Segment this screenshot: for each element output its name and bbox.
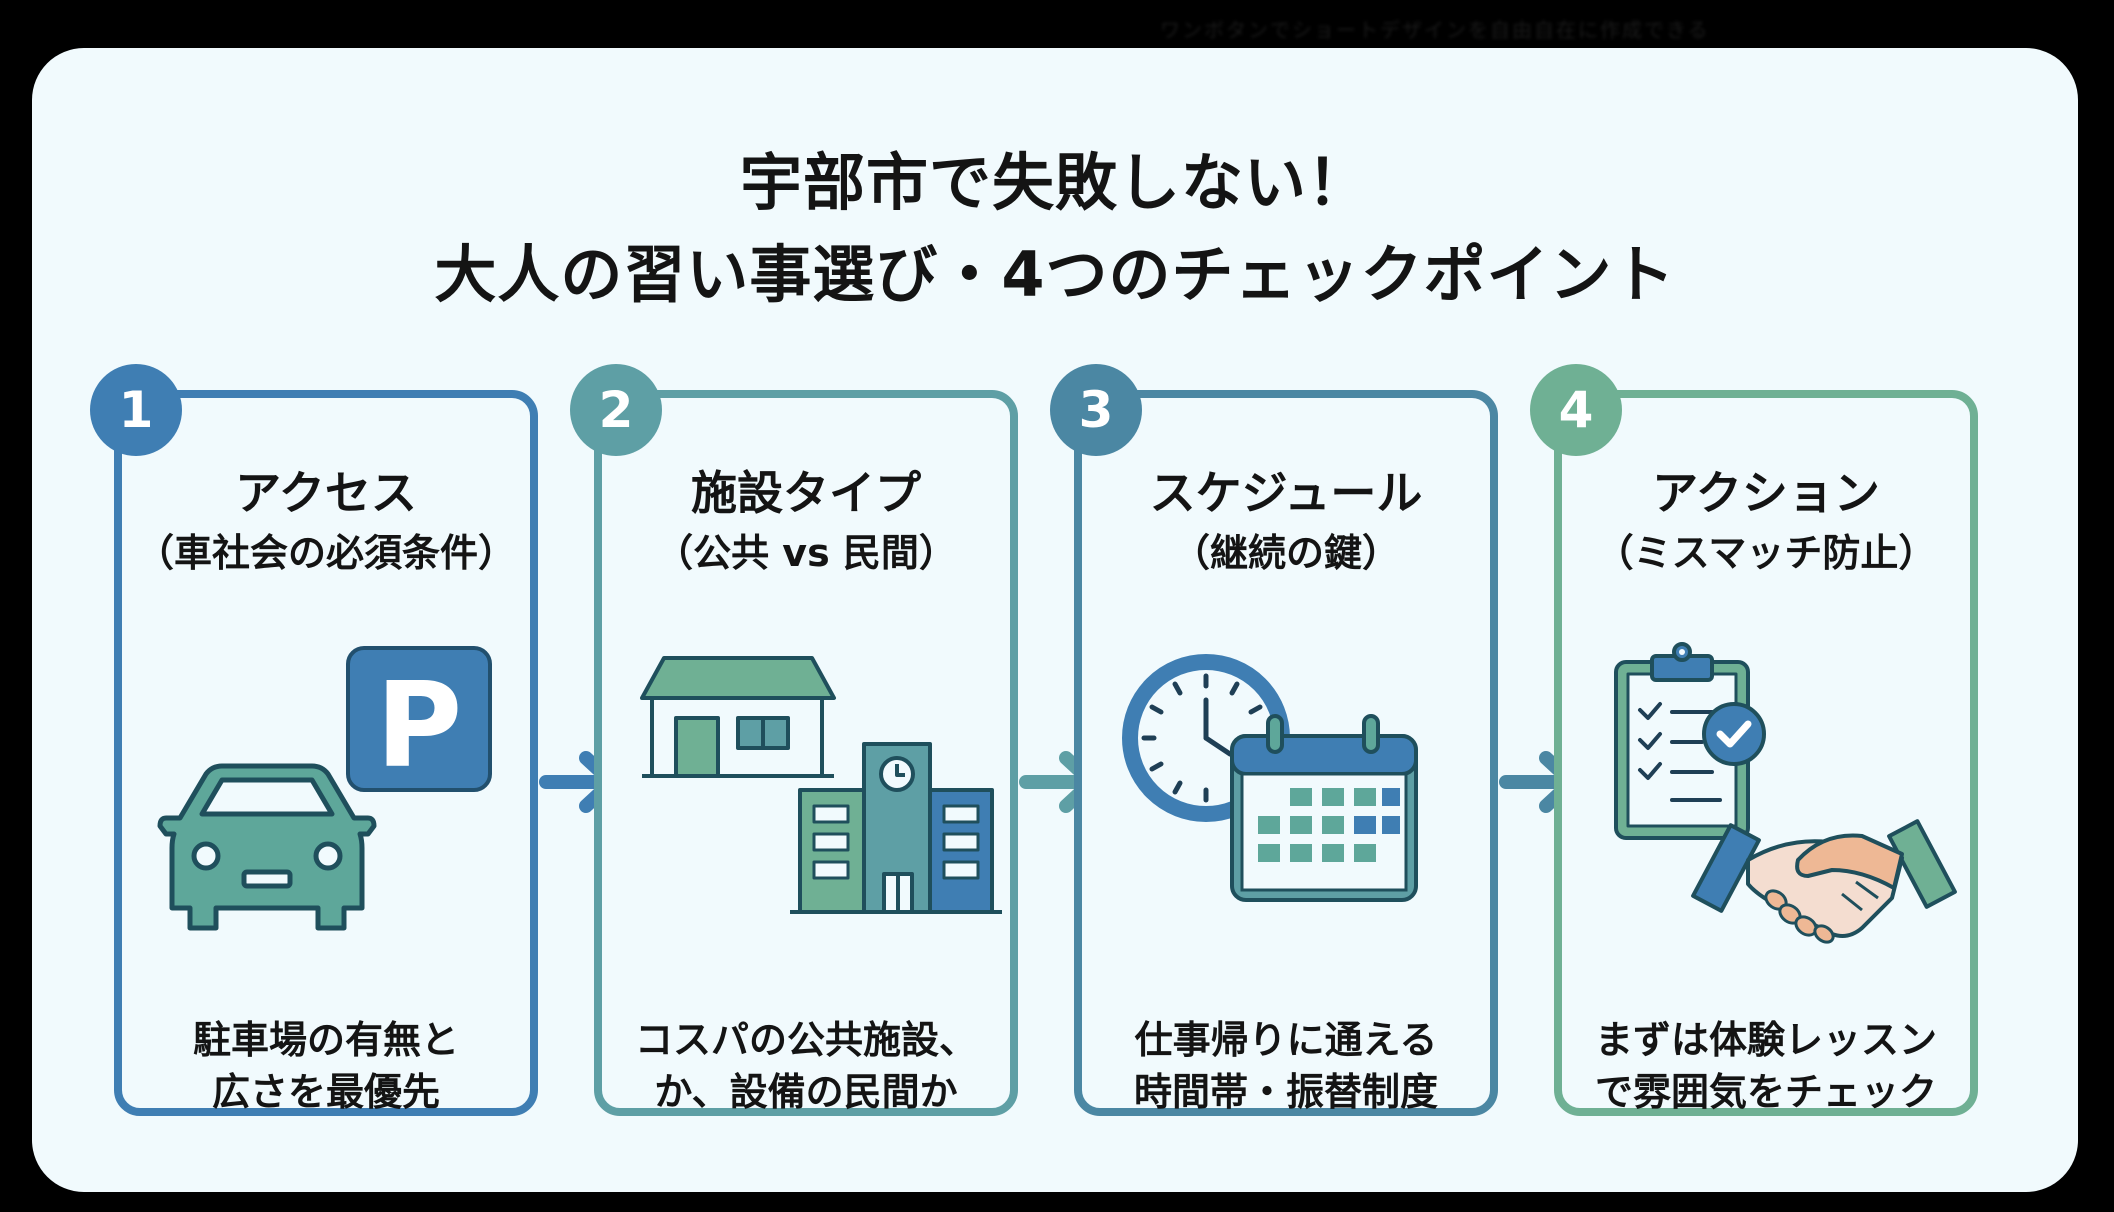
step-number-badge: 4 (1530, 364, 1622, 456)
checkpoint-card-facility-type: 2 施設タイプ （公共 vs 民間） (570, 364, 1018, 1118)
checkpoint-card-schedule: 3 スケジュール （継続の鍵） (1050, 364, 1498, 1118)
card-description: まずは体験レッスン で雰囲気をチェック (1562, 1014, 1970, 1118)
car-icon (157, 763, 377, 931)
card-title: アクション (1652, 466, 1880, 520)
public-building-icon (790, 742, 1002, 914)
checklist-clipboard-icon (1614, 642, 1766, 840)
card-title: アクセス (235, 466, 417, 520)
page-title-line-1: 宇部市で失敗しない！ (739, 146, 1370, 219)
checkpoint-card-access: 1 アクセス （車社会の必須条件） P 駐車場の有無と 広さを最優先 (90, 364, 538, 1118)
card-subtitle: （ミスマッチ防止） (1595, 531, 1937, 575)
background-blurred-text: ワンボタンでショートデザインを自由自在に作成できる (1160, 18, 1710, 40)
house-icon (640, 656, 836, 778)
card-illustration: P (122, 638, 530, 968)
card-description: 仕事帰りに通える 時間帯・振替制度 (1082, 1014, 1490, 1118)
card-title: 施設タイプ (691, 466, 921, 520)
checkpoint-card-action: 4 アクション （ミスマッチ防止） (1530, 364, 1978, 1118)
calendar-icon (1230, 714, 1418, 902)
description-line: 広さを最優先 (211, 1070, 440, 1114)
description-line: 時間帯・振替制度 (1133, 1070, 1438, 1114)
parking-letter: P (376, 656, 462, 794)
parking-sign-icon: P (346, 646, 492, 794)
description-line: 仕事帰りに通える (1134, 1018, 1438, 1062)
infographic-panel: 宇部市で失敗しない！ 大人の習い事選び・4つのチェックポイント 1 アクセス （… (32, 48, 2078, 1192)
card-illustration (1082, 638, 1490, 968)
card-illustration (1562, 638, 1970, 968)
description-line: コスパの公共施設、 (634, 1018, 977, 1062)
description-line: か、設備の民間か (654, 1070, 958, 1114)
description-line: まずは体験レッスン (1594, 1018, 1937, 1062)
card-description: コスパの公共施設、 か、設備の民間か (602, 1014, 1010, 1118)
card-subtitle: （継続の鍵） (1171, 531, 1400, 575)
handshake-icon (1691, 819, 1957, 944)
step-number-badge: 1 (90, 364, 182, 456)
step-number-badge: 3 (1050, 364, 1142, 456)
page-title-line-2: 大人の習い事選び・4つのチェックポイント (434, 238, 1676, 311)
card-subtitle: （車社会の必須条件） (135, 531, 516, 575)
description-line: で雰囲気をチェック (1594, 1070, 1937, 1114)
card-illustration (602, 638, 1010, 968)
card-subtitle: （公共 vs 民間） (655, 531, 957, 575)
description-line: 駐車場の有無と (192, 1018, 459, 1062)
card-description: 駐車場の有無と 広さを最優先 (122, 1014, 530, 1118)
step-number-badge: 2 (570, 364, 662, 456)
card-title: スケジュール (1149, 466, 1423, 520)
